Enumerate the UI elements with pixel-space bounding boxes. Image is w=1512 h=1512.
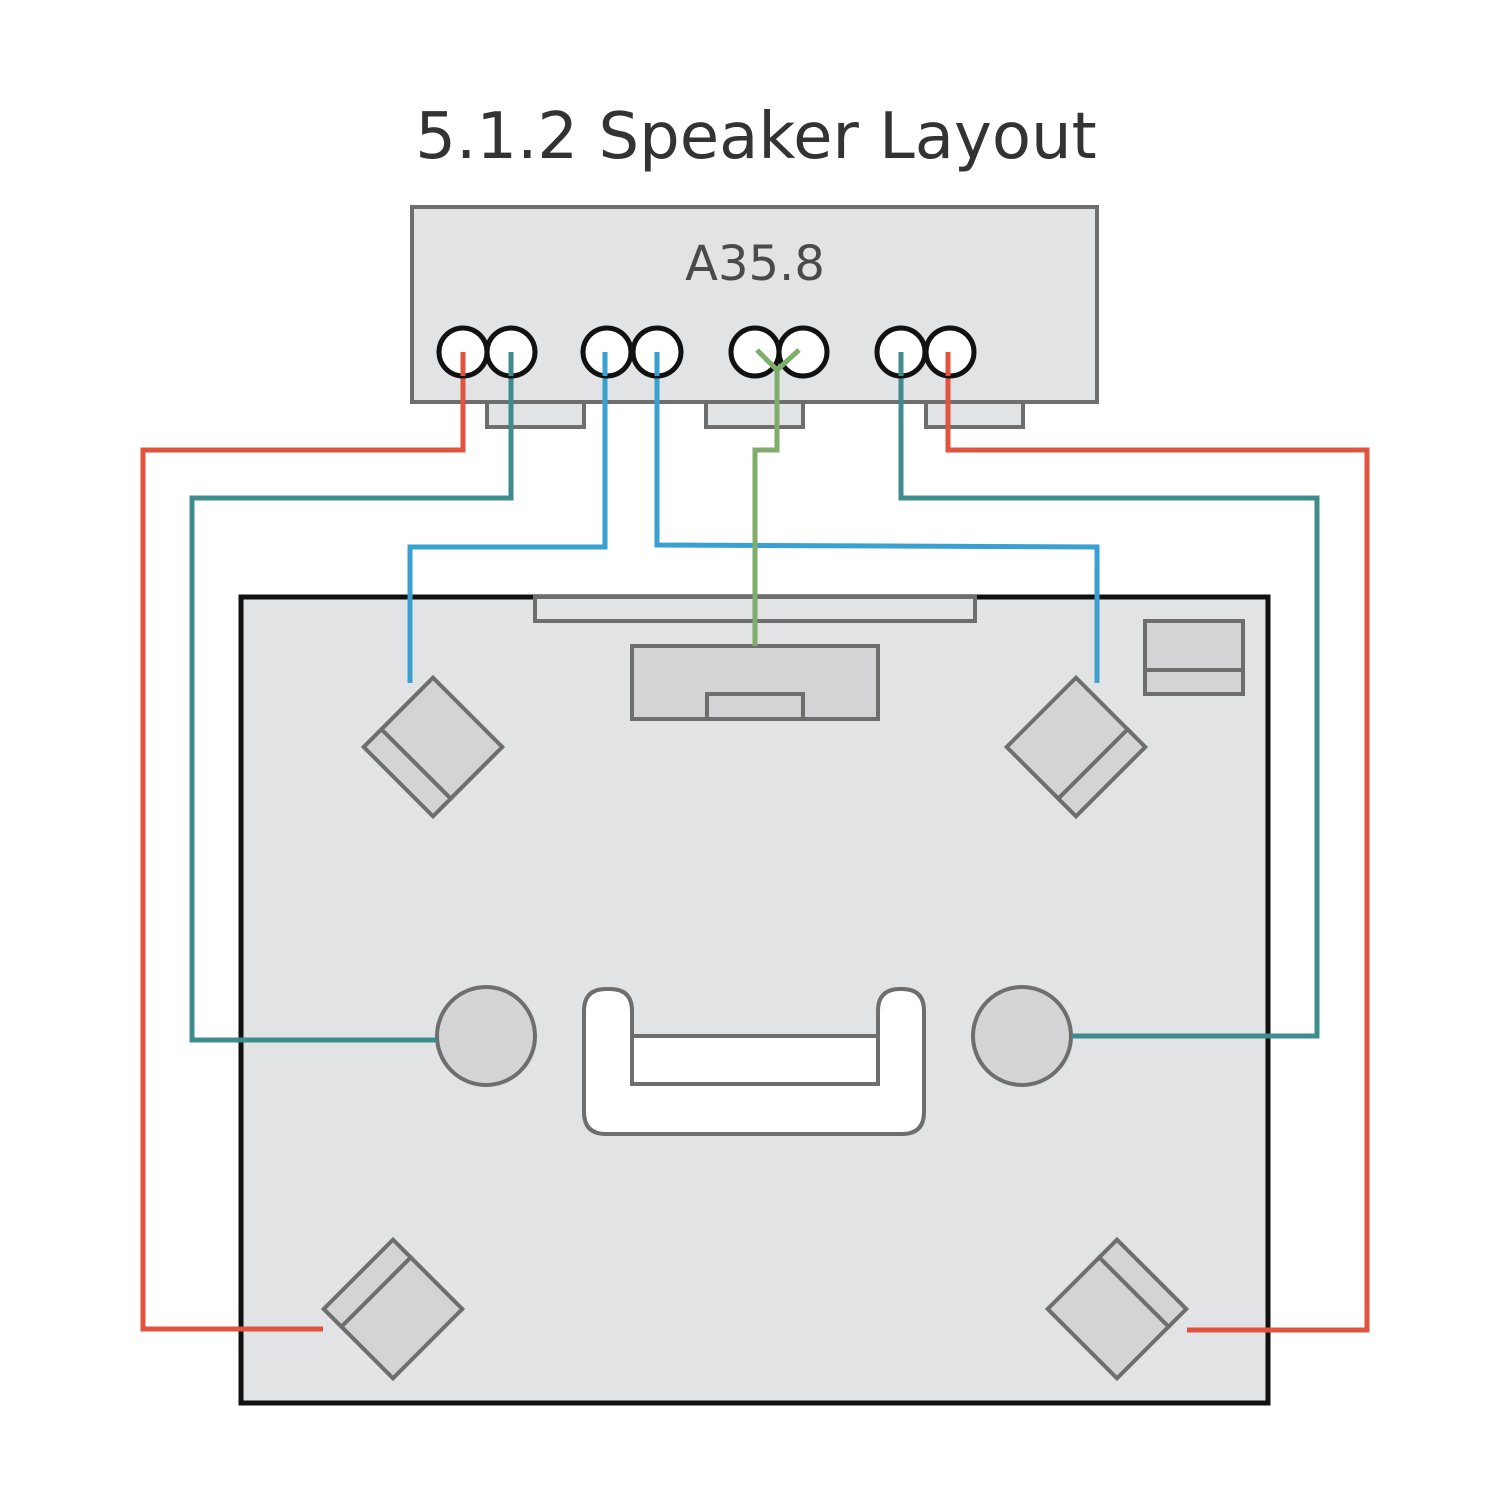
rear-left-speaker-icon xyxy=(320,1236,466,1382)
speaker-port-icon xyxy=(728,325,782,379)
media-device-icon xyxy=(1143,619,1245,696)
port-wire-stub xyxy=(755,348,801,374)
front-right-height-wire xyxy=(654,355,1100,683)
center-speaker-icon xyxy=(630,644,880,721)
front-left-height-wire xyxy=(407,355,608,683)
diagram-title: 5.1.2 Speaker Layout xyxy=(415,100,1096,174)
surround-right-wire xyxy=(898,355,1320,1039)
front-right-wire xyxy=(945,355,1370,1333)
front-left-wire xyxy=(140,355,466,1332)
left-side-speaker-icon xyxy=(435,985,537,1087)
speaker-port-icon xyxy=(776,325,830,379)
front-left-speaker-icon xyxy=(360,674,506,820)
amplifier-foot xyxy=(485,399,586,429)
amplifier-foot xyxy=(704,399,805,429)
couch-icon xyxy=(582,987,926,1136)
rear-right-speaker-icon xyxy=(1044,1236,1190,1382)
front-right-speaker-icon xyxy=(1003,674,1149,820)
surround-left-wire xyxy=(189,355,514,1043)
amplifier-foot xyxy=(924,399,1025,429)
center-wire-run xyxy=(752,370,780,646)
amplifier-model-label: A35.8 xyxy=(685,236,825,292)
speaker-port-pair-3 xyxy=(728,325,830,379)
right-side-speaker-icon xyxy=(971,985,1073,1087)
